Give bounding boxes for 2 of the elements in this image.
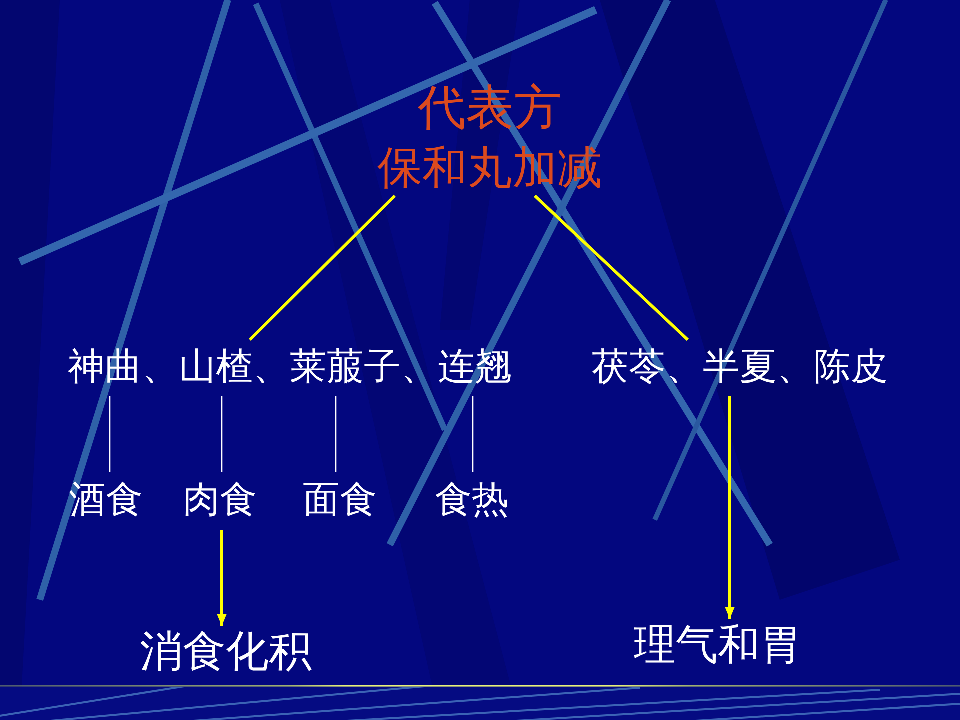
heading-text: 代表方 — [418, 82, 562, 136]
formula-text: 保和丸加减 — [378, 142, 602, 195]
